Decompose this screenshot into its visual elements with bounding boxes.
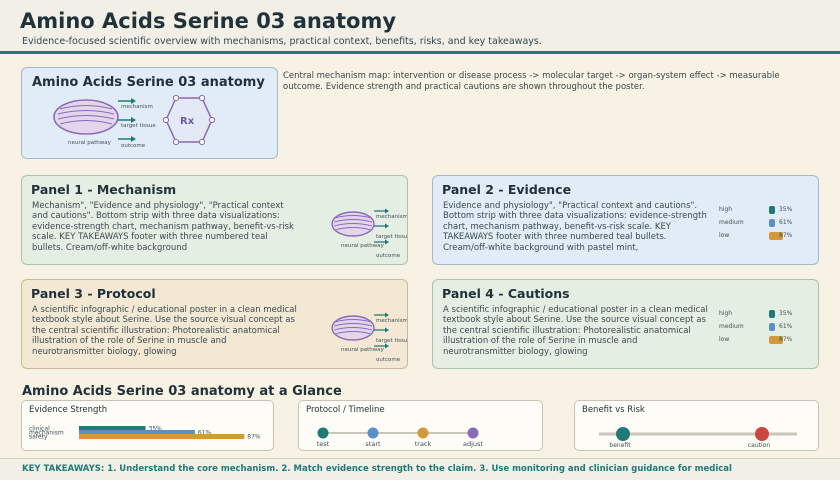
- protocol-timeline-card: Protocol / Timeline test start track adj…: [298, 400, 543, 451]
- card-title: Benefit vs Risk: [582, 405, 645, 415]
- legend-label: medium: [719, 323, 744, 330]
- label-target-tissue: target tissue: [121, 123, 156, 129]
- hexagon-molecule-icon: Rx: [162, 94, 216, 146]
- panel-title: Panel 4 - Cautions: [442, 286, 570, 301]
- timeline-step-label: track: [415, 440, 432, 448]
- poster-subtitle: Evidence-focused scientific overview wit…: [22, 36, 542, 47]
- legend-swatch: [769, 206, 775, 214]
- label-neural-pathway: neural pathway: [68, 140, 112, 146]
- legend-swatch: [769, 219, 775, 227]
- timeline-step-dot: [367, 427, 379, 439]
- mechanism-map-description: Central mechanism map: intervention or d…: [283, 71, 780, 92]
- panel-body: Evidence and physiology", "Practical con…: [443, 201, 707, 253]
- label-mechanism: mechanism: [121, 104, 153, 110]
- arrow-icon: [374, 208, 389, 245]
- timeline-step-label: start: [365, 440, 381, 448]
- bar-category-label: mechanism: [29, 430, 64, 437]
- panel-body: A scientific infographic / educational p…: [443, 305, 708, 357]
- arrow-icon: [118, 98, 136, 142]
- mini-evidence-legend: high 35% medium 61% low 87%: [719, 200, 799, 250]
- legend-swatch: [769, 323, 775, 331]
- poster-header: Amino Acids Serine 03 anatomy Evidence-f…: [0, 0, 840, 54]
- legend-label: high: [719, 206, 733, 213]
- arrow-icon: [374, 312, 389, 349]
- evidence-bar: [79, 434, 245, 439]
- legend-swatch: [769, 310, 775, 318]
- legend-swatch: [769, 232, 783, 240]
- key-takeaways-text: KEY TAKEAWAYS: 1. Understand the core me…: [22, 464, 732, 474]
- legend-label: low: [719, 336, 730, 343]
- timeline-step-dot: [467, 427, 479, 439]
- card-title: Evidence Strength: [29, 405, 108, 415]
- caution-label: caution: [748, 442, 770, 449]
- legend-label: high: [719, 310, 733, 317]
- label-mechanism: mechanism: [376, 318, 408, 324]
- panel-title: Panel 2 - Evidence: [442, 182, 572, 197]
- glance-title: Amino Acids Serine 03 anatomy at a Glanc…: [22, 384, 342, 399]
- legend-value: 35%: [779, 310, 793, 317]
- panel-body: Mechanism", "Evidence and physiology", "…: [32, 201, 294, 253]
- evidence-strength-card: Evidence Strength clinical 35% mechanism 61…: [21, 400, 274, 451]
- bar-category-label: clinical: [29, 426, 50, 433]
- mechanism-map-illustration: mechanism target tissue outcome neural p…: [53, 94, 216, 149]
- timeline-diagram: test start track adjust: [317, 427, 483, 448]
- panel-title: Panel 1 - Mechanism: [31, 182, 177, 197]
- muscle-fiber-mini-illustration: mechanism target tissue outcome neural p…: [331, 312, 408, 363]
- benefit-vs-risk-card: Benefit vs Risk benefit caution: [574, 400, 819, 451]
- bar-value-label: 87%: [247, 434, 261, 441]
- legend-swatch: [769, 336, 783, 344]
- panel-mechanism: Panel 1 - Mechanism Mechanism", "Evidenc…: [21, 175, 408, 265]
- timeline-step-label: adjust: [463, 440, 483, 448]
- muscle-fiber-icon: [331, 211, 375, 237]
- muscle-fiber-icon: [331, 315, 375, 341]
- legend-value: 87%: [779, 336, 793, 343]
- rx-label: Rx: [180, 116, 195, 127]
- hero-title: Amino Acids Serine 03 anatomy: [32, 75, 265, 90]
- label-mechanism: mechanism: [376, 214, 408, 220]
- legend-value: 61%: [779, 219, 793, 226]
- panel-cautions: Panel 4 - Cautions A scientific infograp…: [432, 279, 819, 369]
- panel-title: Panel 3 - Protocol: [31, 286, 156, 301]
- label-outcome: outcome: [121, 143, 146, 149]
- timeline-step-dot: [417, 427, 429, 439]
- evidence-bar: [79, 430, 195, 435]
- legend-value: 87%: [779, 232, 793, 239]
- label-neural-pathway: neural pathway: [341, 347, 385, 353]
- bar-value-label: 61%: [198, 430, 212, 437]
- bar-value-label: 35%: [149, 426, 163, 433]
- evidence-strength-chart: clinical 35% mechanism 61% safety 87%: [29, 426, 261, 441]
- caution-marker: [755, 427, 769, 441]
- muscle-fiber-icon: [53, 99, 119, 135]
- benefit-label: benefit: [609, 442, 631, 449]
- muscle-fiber-mini-illustration: mechanism target tissue outcome neural p…: [331, 208, 408, 259]
- legend-label: medium: [719, 219, 744, 226]
- benefit-marker: [616, 427, 630, 441]
- bar-category-label: safety: [29, 434, 48, 441]
- mini-evidence-legend: high 35% medium 61% low 87%: [719, 304, 799, 354]
- timeline-step-dot: [317, 427, 329, 439]
- label-target-tissue: target tissue: [376, 338, 408, 344]
- poster-title: Amino Acids Serine 03 anatomy: [20, 9, 397, 33]
- legend-value: 35%: [779, 206, 793, 213]
- legend-label: low: [719, 232, 730, 239]
- timeline-step-label: test: [317, 440, 330, 448]
- panel-evidence: Panel 2 - Evidence Evidence and physiolo…: [432, 175, 819, 265]
- key-takeaways-footer: KEY TAKEAWAYS: 1. Understand the core me…: [0, 458, 840, 480]
- card-title: Protocol / Timeline: [306, 405, 385, 415]
- label-neural-pathway: neural pathway: [341, 243, 385, 249]
- panel-body: A scientific infographic / educational p…: [32, 305, 297, 357]
- hero-panel: Amino Acids Serine 03 anatomy mechanism …: [21, 67, 278, 159]
- panel-protocol: Panel 3 - Protocol A scientific infograp…: [21, 279, 408, 369]
- label-target-tissue: target tissue: [376, 234, 408, 240]
- benefit-risk-scale: benefit caution: [599, 427, 797, 449]
- label-outcome: outcome: [376, 357, 401, 363]
- label-outcome: outcome: [376, 253, 401, 259]
- evidence-bar: [79, 426, 146, 431]
- legend-value: 61%: [779, 323, 793, 330]
